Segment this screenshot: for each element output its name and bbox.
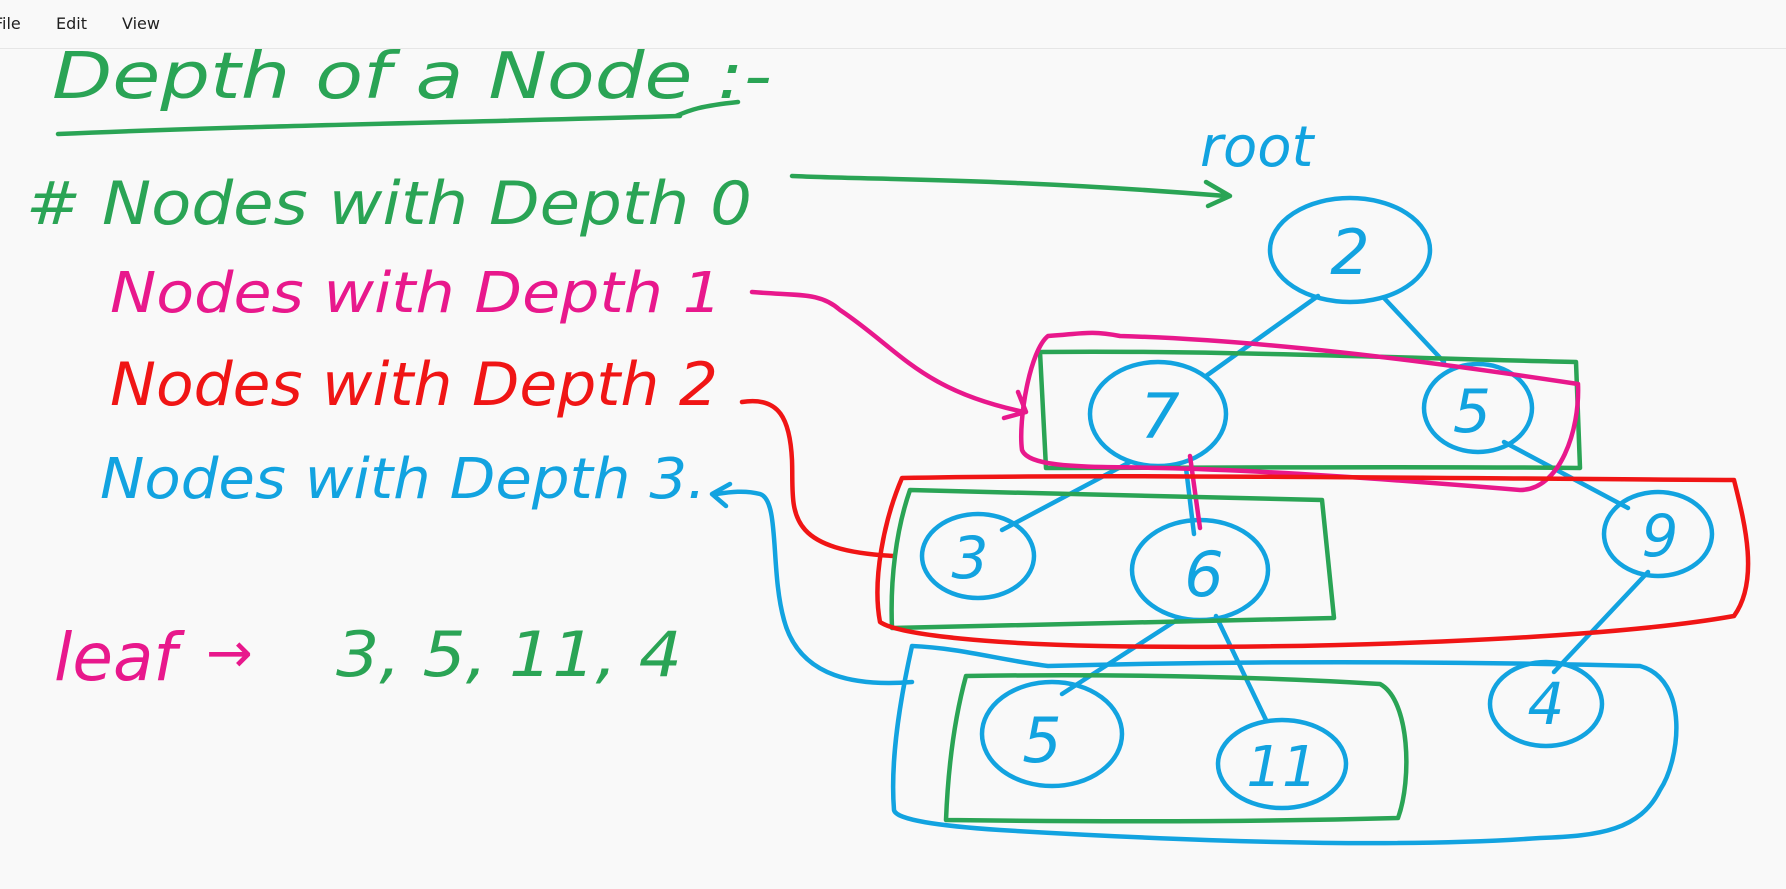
depth1-arrow-line	[749, 289, 1027, 415]
depth1-text: Nodes with Depth 1	[110, 261, 722, 326]
title-underline	[55, 99, 741, 137]
tree-node: 9	[1601, 489, 1715, 579]
node-circle	[979, 679, 1125, 789]
node-value: 9	[1642, 502, 1679, 570]
depth3-text: Nodes with Depth 3.	[100, 447, 706, 512]
depth1-magenta-loop	[1019, 330, 1581, 493]
menu-bar: File Edit View	[0, 0, 1786, 49]
root-label: root	[1200, 115, 1316, 180]
node-circle	[1601, 489, 1715, 579]
tree-node: 11	[1215, 717, 1349, 811]
node-value: 2	[1330, 216, 1369, 289]
tree-edge	[1203, 293, 1321, 379]
notes-group: Depth of a Node :- # Nodes with Depth 0 …	[26, 40, 1316, 696]
node-value: 6	[1184, 538, 1223, 611]
depth2-red-loop	[875, 474, 1751, 650]
tree-edge	[1183, 465, 1197, 537]
node-value: 11	[1246, 735, 1317, 800]
node-value: 5	[1022, 704, 1061, 777]
depth1-arrowhead	[1001, 389, 1029, 421]
depth3-arrow-line	[713, 489, 915, 686]
tree-edge	[1381, 295, 1447, 365]
depth0-arrowhead	[1203, 179, 1233, 209]
node-value: 4	[1528, 670, 1565, 738]
node-value: 5	[1453, 377, 1491, 447]
tree-node: 5	[1421, 361, 1535, 455]
depth3-blue-loop	[890, 643, 1679, 846]
tree-node: 6	[1129, 517, 1271, 623]
depth3-green-box	[943, 673, 1409, 824]
tree-node: 5	[979, 679, 1125, 789]
leaf-arrow: →	[206, 621, 253, 686]
depth1-magenta-tick	[1187, 453, 1203, 531]
menu-file[interactable]: File	[0, 14, 21, 33]
menu-view[interactable]: View	[122, 14, 160, 33]
leaf-label: leaf	[54, 619, 185, 696]
tree-edge	[1501, 439, 1631, 511]
depth0-text: # Nodes with Depth 0	[26, 169, 752, 239]
menu-edit[interactable]: Edit	[56, 14, 87, 33]
node-value: 3	[952, 524, 989, 592]
depth2-arrow-line	[739, 398, 897, 559]
depth3-arrowhead	[709, 481, 733, 509]
depth2-text: Nodes with Depth 2	[110, 350, 718, 420]
depth0-arrow-line	[789, 173, 1229, 199]
tree-node: 7	[1087, 359, 1229, 469]
arrows-group	[709, 173, 1233, 686]
tree-node: 2	[1267, 195, 1433, 305]
tree-edge	[1551, 569, 1651, 675]
title-text: Depth of a Node :-	[52, 40, 772, 114]
node-circle	[919, 511, 1037, 601]
depth2-green-box	[889, 487, 1337, 631]
tree-node: 4	[1487, 659, 1605, 749]
leaf-values: 3, 5, 11, 4	[336, 618, 682, 691]
level-boxes	[875, 330, 1751, 846]
tree-node: 3	[919, 511, 1037, 601]
node-circle	[1267, 195, 1433, 305]
node-circle	[1215, 717, 1349, 811]
tree-edge	[1059, 615, 1183, 697]
node-value: 7	[1140, 380, 1179, 453]
tree-nodes: 2 7 5 3 6 9 5 11	[919, 195, 1715, 811]
tree-edge	[1213, 613, 1269, 723]
node-circle	[1421, 361, 1535, 455]
